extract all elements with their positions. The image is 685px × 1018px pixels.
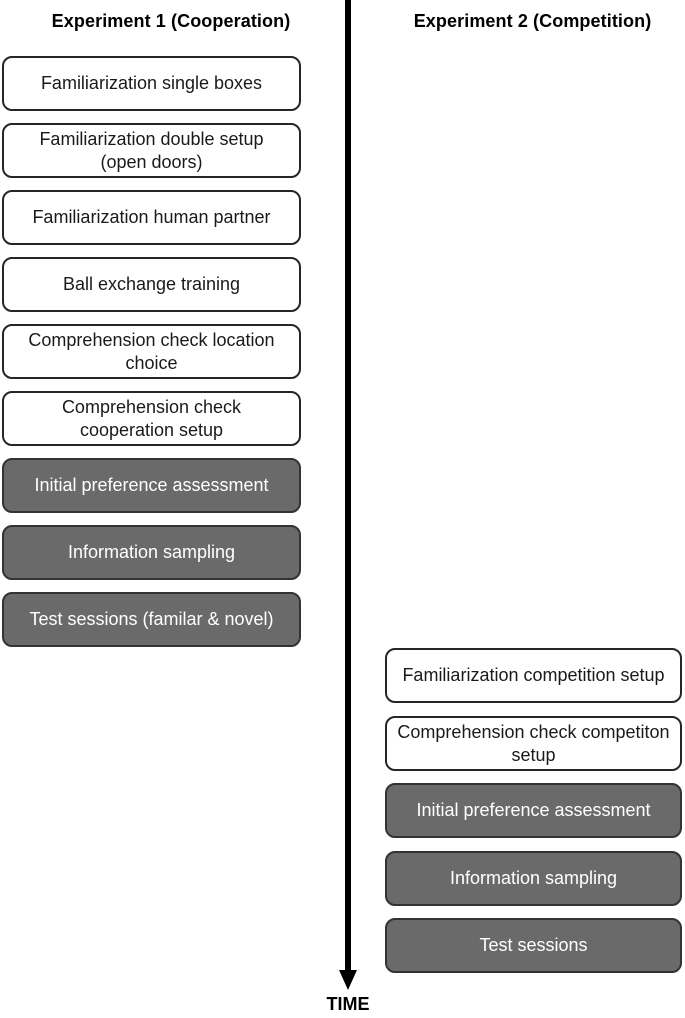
stage-box-label: Information sampling (449, 868, 618, 888)
stage-box-experiment-2-3: Initial preference assessment (385, 783, 682, 838)
stage-box-label: Test sessions (479, 935, 588, 955)
stage-box-label: Information sampling (67, 542, 236, 562)
stage-box-label: Comprehension check location choice (28, 329, 275, 373)
stage-box-experiment-2-1: Familiarization competition setup (385, 648, 682, 703)
experiment-2-header: Experiment 2 (Competition) (413, 11, 652, 31)
stage-box-label: Initial preference assessment (34, 475, 269, 495)
stage-box-label: Familiarization human partner (32, 207, 271, 227)
stage-box-experiment-1-3: Familiarization human partner (2, 190, 301, 245)
stage-box-label: Ball exchange training (62, 274, 241, 294)
stage-box-label: Test sessions (familar & novel) (29, 609, 274, 629)
stage-box-experiment-1-5: Comprehension check location choice (2, 324, 301, 379)
timeline-arrow-line (345, 0, 351, 972)
stage-box-experiment-1-1: Familiarization single boxes (2, 56, 301, 111)
stage-box-experiment-1-6: Comprehension check cooperation setup (2, 391, 301, 446)
timeline-label: TIME (326, 994, 370, 1014)
stage-box-experiment-2-2: Comprehension check competiton setup (385, 716, 682, 771)
stage-box-label: Initial preference assessment (416, 800, 651, 820)
stage-box-label: Familiarization competition setup (402, 665, 665, 685)
experiment-1-header: Experiment 1 (Cooperation) (51, 11, 291, 31)
stage-box-experiment-1-7: Initial preference assessment (2, 458, 301, 513)
stage-box-experiment-2-5: Test sessions (385, 918, 682, 973)
stage-box-label: Familiarization double setup (open doors… (39, 128, 264, 172)
stage-box-experiment-1-2: Familiarization double setup (open doors… (2, 123, 301, 178)
stage-box-experiment-1-8: Information sampling (2, 525, 301, 580)
stage-box-label: Familiarization single boxes (40, 73, 263, 93)
stage-box-experiment-1-9: Test sessions (familar & novel) (2, 592, 301, 647)
stage-box-label: Comprehension check competiton setup (397, 721, 670, 765)
timeline-arrow-head-icon (339, 970, 357, 990)
stage-box-label: Comprehension check cooperation setup (61, 396, 242, 440)
stage-box-experiment-1-4: Ball exchange training (2, 257, 301, 312)
stage-box-experiment-2-4: Information sampling (385, 851, 682, 906)
